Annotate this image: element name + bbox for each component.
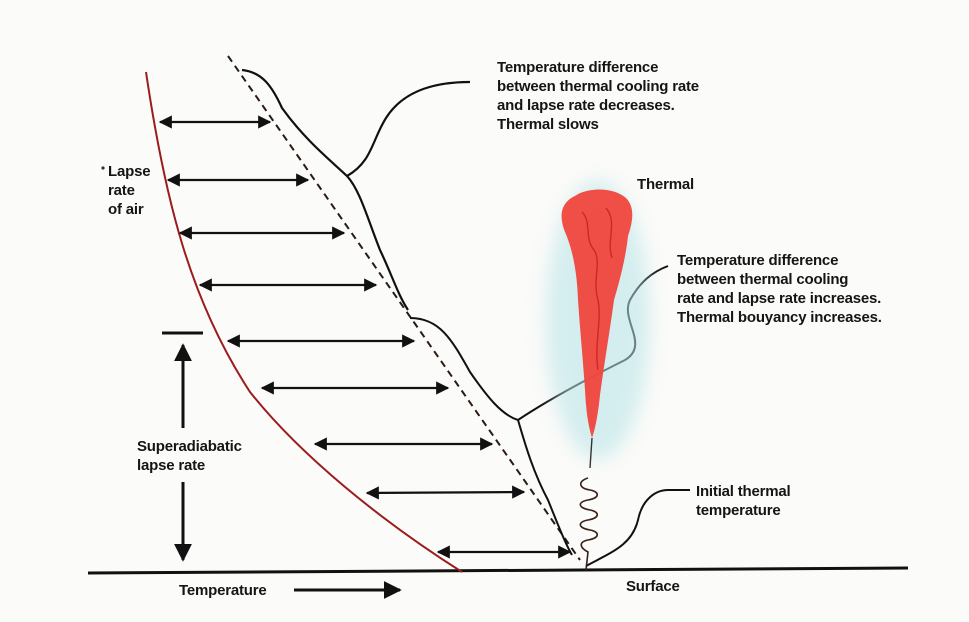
surface-label: Surface bbox=[626, 578, 680, 595]
lapse-rate-curve bbox=[145, 71, 463, 573]
lapse-rate-label: Lapse rate of air bbox=[108, 163, 151, 218]
upper-annotation: Temperature difference between thermal c… bbox=[497, 59, 699, 133]
temperature-axis-label: Temperature bbox=[179, 582, 267, 599]
adiabatic-dashed-line bbox=[227, 55, 581, 561]
initial-temp-brace bbox=[585, 489, 690, 567]
upper-brace bbox=[241, 68, 471, 311]
lower-annotation: Temperature difference between thermal c… bbox=[677, 252, 882, 326]
difference-arrows bbox=[158, 115, 572, 559]
thermal-label: Thermal bbox=[637, 176, 694, 193]
stray-dot bbox=[101, 166, 105, 170]
difference-arrow bbox=[365, 485, 526, 500]
thermal-coil-icon bbox=[579, 477, 599, 571]
surface-line bbox=[87, 566, 909, 575]
initial-temperature-label: Initial thermal temperature bbox=[696, 483, 791, 519]
superadiabatic-arrow bbox=[162, 331, 203, 562]
superadiabatic-label: Superadiabatic lapse rate bbox=[137, 438, 242, 474]
thermal-plume-icon bbox=[546, 180, 650, 469]
